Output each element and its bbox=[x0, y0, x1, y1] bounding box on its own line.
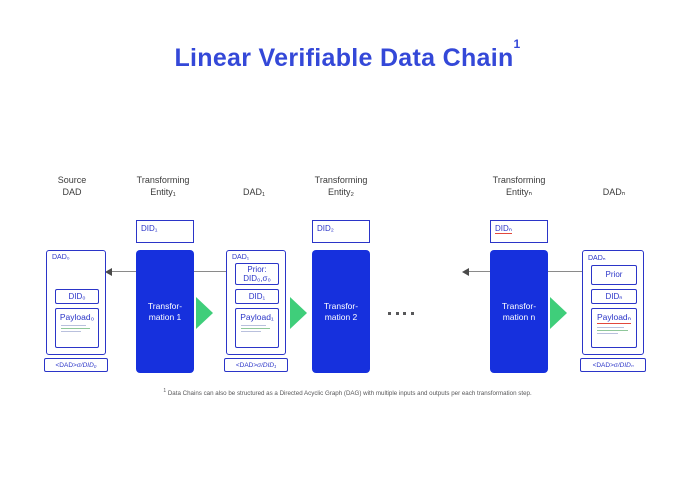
transformation-block-2[interactable]: Transfor- mation 2 bbox=[312, 250, 370, 373]
footnote-marker: 1 bbox=[163, 388, 167, 394]
dad-card-0-payload-box[interactable]: Payload₀ bbox=[55, 308, 99, 348]
dad-card-0-payload-label: Payload₀ bbox=[59, 312, 95, 322]
dad-card-n-did-box[interactable]: DIDₙ bbox=[591, 289, 637, 304]
dad-card-1-signature-sigma: σ bbox=[257, 361, 262, 369]
dad-card-n-did-label: DIDₙ bbox=[605, 291, 623, 301]
column-header-dad-1: DAD₁ bbox=[242, 187, 266, 197]
dad-card-1-payload-box[interactable]: Payload₁ bbox=[235, 308, 279, 348]
flow-arrow-n-icon bbox=[550, 297, 567, 329]
dad-card-n-prior-label: Prior bbox=[605, 270, 623, 280]
dad-card-1-payload-lines bbox=[236, 325, 278, 333]
dad-card-0-signature-prefix: <DAD> bbox=[55, 361, 77, 369]
page-title-footnote-marker: 1 bbox=[513, 36, 521, 51]
page-title-text: Linear Verifiable Data Chain bbox=[174, 44, 514, 72]
ellipsis-dot bbox=[410, 312, 414, 315]
dad-card-n-signature-slash: / bbox=[617, 361, 620, 369]
dad-card-1-signature-box[interactable]: <DAD>σ/DID₁ bbox=[224, 358, 288, 372]
did-box-entity-n-label: DIDₙ bbox=[495, 224, 512, 234]
did-box-entity-1[interactable]: DID₁ bbox=[136, 220, 194, 243]
column-header-transforming-entity-1: Transforming Entity₁ bbox=[136, 175, 190, 197]
dad-card-1[interactable]: DAD₁ Prior: DID₀,σ₀ DID₁ Payload₁ bbox=[226, 250, 286, 355]
dad-card-n-payload-label: Payloadₙ bbox=[596, 312, 632, 324]
column-header-transforming-entity-n: Transforming Entityₙ bbox=[492, 175, 546, 197]
dad-card-0-did-box[interactable]: DID₀ bbox=[55, 289, 99, 304]
dad-card-1-title: DAD₁ bbox=[232, 254, 250, 261]
dad-card-1-prior-box[interactable]: Prior: DID₀,σ₀ bbox=[235, 263, 279, 285]
flow-arrow-1-icon bbox=[196, 297, 213, 329]
dad-card-1-did-label: DID₁ bbox=[248, 291, 266, 301]
dad-card-1-signature-slash: / bbox=[261, 361, 263, 369]
dad-card-1-signature-prefix: <DAD> bbox=[235, 361, 258, 369]
dad-card-n-signature-did: DIDₙ bbox=[619, 362, 634, 369]
dad-card-n-payload-lines bbox=[592, 327, 636, 335]
column-header-transforming-entity-2: Transforming Entity₂ bbox=[314, 175, 368, 197]
transformation-block-n[interactable]: Transfor- mation n bbox=[490, 250, 548, 373]
dad-card-n[interactable]: DADₙ Prior DIDₙ Payloadₙ bbox=[582, 250, 644, 355]
footnote-text: Data Chains can also be structured as a … bbox=[166, 390, 532, 398]
ellipsis-dot bbox=[395, 312, 399, 315]
dad-card-0-did-label: DID₀ bbox=[68, 291, 86, 301]
dad-card-n-prior-box[interactable]: Prior bbox=[591, 265, 637, 285]
footnote: 1 Data Chains can also be structured as … bbox=[0, 388, 695, 397]
dad-card-0-title: DAD₀ bbox=[52, 254, 70, 261]
dad-card-0-signature-slash: / bbox=[80, 361, 83, 369]
transformation-block-n-label: Transfor- mation n bbox=[501, 300, 537, 322]
column-header-dad-n: DADₙ bbox=[602, 187, 626, 197]
column-header-source-dad: Source DAD bbox=[57, 175, 87, 197]
dad-card-1-signature-did: DID₁ bbox=[262, 361, 277, 369]
dad-card-0-signature-sigma: σ bbox=[76, 361, 81, 369]
dad-card-n-title: DADₙ bbox=[588, 255, 606, 262]
did-box-entity-1-label: DID₁ bbox=[141, 224, 158, 233]
dad-card-n-signature-sigma: σ bbox=[613, 361, 618, 369]
dad-card-n-signature-prefix: <DAD> bbox=[592, 361, 614, 369]
dad-card-n-payload-box[interactable]: Payloadₙ bbox=[591, 308, 637, 348]
transformation-block-1-label: Transfor- mation 1 bbox=[147, 300, 183, 322]
dad-card-1-payload-label: Payload₁ bbox=[240, 312, 274, 322]
dad-card-0-signature-box[interactable]: <DAD>σ/DID₀ bbox=[44, 358, 108, 372]
dad-card-1-prior-label: Prior: DID₀,σ₀ bbox=[243, 264, 271, 284]
dad-card-0-signature-did: DID₀ bbox=[82, 361, 97, 369]
did-box-entity-2-label: DID₂ bbox=[317, 224, 334, 233]
ellipsis-dot bbox=[403, 312, 406, 315]
did-box-entity-n[interactable]: DIDₙ bbox=[490, 220, 548, 243]
dad-card-n-signature-box[interactable]: <DAD>σ/DIDₙ bbox=[580, 358, 646, 372]
transformation-block-1[interactable]: Transfor- mation 1 bbox=[136, 250, 194, 373]
dad-card-0-payload-lines bbox=[56, 325, 98, 333]
ellipsis-dot bbox=[388, 312, 391, 315]
chain-continuation-ellipsis bbox=[388, 312, 414, 315]
dad-card-0[interactable]: DAD₀ DID₀ Payload₀ bbox=[46, 250, 106, 355]
dad-card-1-did-box[interactable]: DID₁ bbox=[235, 289, 279, 304]
flow-arrow-2-icon bbox=[290, 297, 307, 329]
transformation-block-2-label: Transfor- mation 2 bbox=[323, 300, 359, 322]
did-box-entity-2[interactable]: DID₂ bbox=[312, 220, 370, 243]
verification-arrowhead-1 bbox=[105, 268, 112, 276]
verification-arrowhead-n bbox=[462, 268, 469, 276]
page-title: Linear Verifiable Data Chain1 bbox=[0, 37, 695, 73]
